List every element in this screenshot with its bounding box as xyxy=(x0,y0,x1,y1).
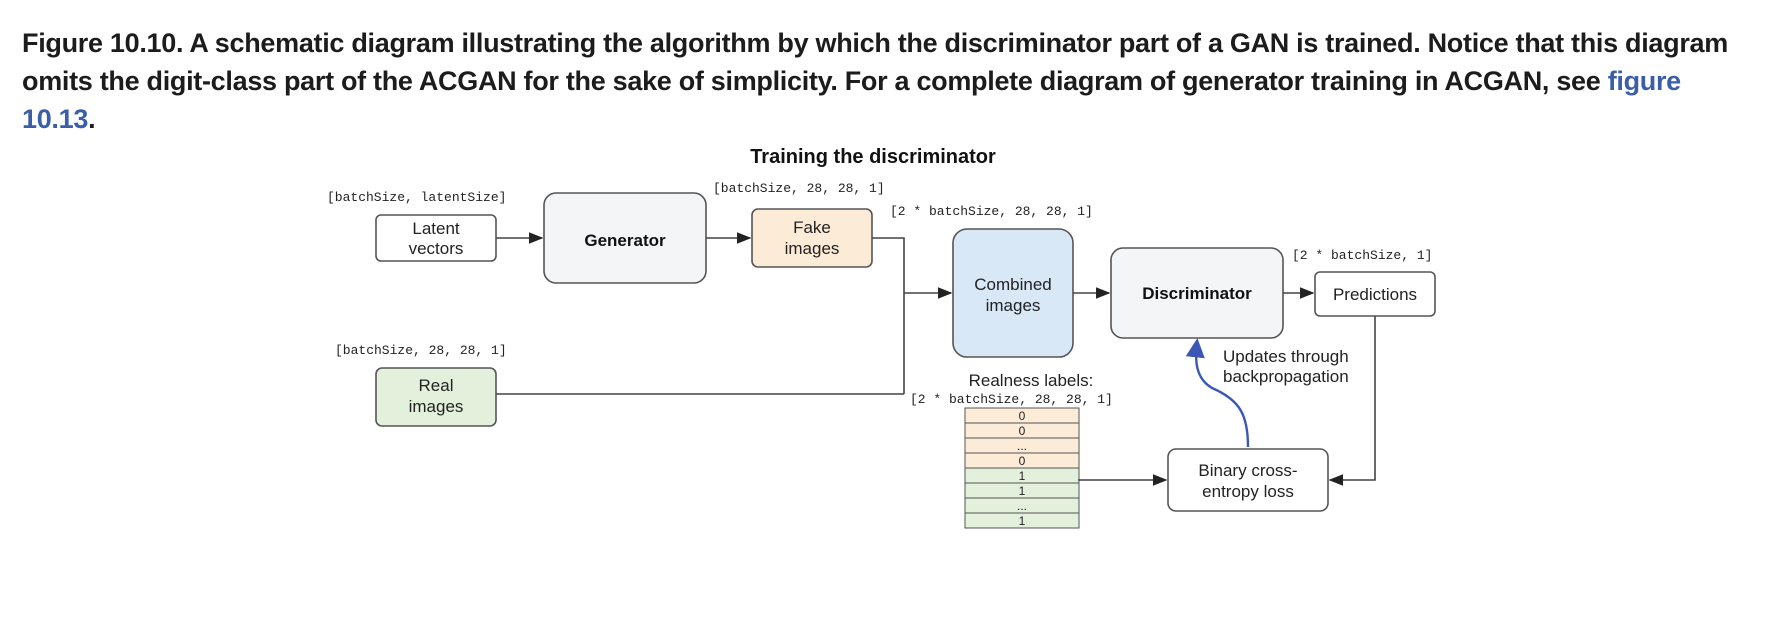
updates-note-line2: backpropagation xyxy=(1223,367,1349,386)
diagram-title: Training the discriminator xyxy=(750,146,996,168)
arrow-predictions-to-loss xyxy=(1328,316,1376,486)
latent-label-line2: vectors xyxy=(409,239,464,258)
realness-labels-column: 00...011...1 xyxy=(964,407,1080,529)
label-cell-value: 1 xyxy=(1019,469,1026,483)
predictions-label: Predictions xyxy=(1333,285,1417,304)
label-cell-value: 0 xyxy=(1019,409,1026,423)
caption-end: . xyxy=(88,104,96,134)
real-label-line2: images xyxy=(409,397,464,416)
fake-images-box: Fake images xyxy=(751,208,873,268)
generator-box: Generator xyxy=(543,192,707,284)
backprop-arrow xyxy=(1185,338,1250,448)
loss-label-line1: Binary cross- xyxy=(1198,461,1297,480)
discriminator-box: Discriminator xyxy=(1110,247,1284,339)
caption-text: Figure 10.10. A schematic diagram illust… xyxy=(22,28,1728,96)
line-fake-to-join xyxy=(872,237,905,394)
label-cell-value: ... xyxy=(1017,499,1027,513)
combined-label-line1: Combined xyxy=(974,275,1052,294)
latent-vectors-box: Latent vectors xyxy=(375,214,497,262)
realness-labels-caption: Realness labels: xyxy=(969,371,1094,390)
predictions-box: Predictions xyxy=(1314,271,1436,317)
fake-shape-label: [batchSize, 28, 28, 1] xyxy=(713,181,885,196)
label-cell-value: 1 xyxy=(1019,514,1026,528)
combined-shape-label: [2 * batchSize, 28, 28, 1] xyxy=(890,204,1093,219)
real-shape-label: [batchSize, 28, 28, 1] xyxy=(335,343,507,358)
real-images-box: Real images xyxy=(375,367,497,427)
latent-shape-label: [batchSize, latentSize] xyxy=(327,190,506,205)
figure-caption: Figure 10.10. A schematic diagram illust… xyxy=(22,24,1742,138)
latent-label-line1: Latent xyxy=(412,219,460,238)
discriminator-label: Discriminator xyxy=(1142,284,1252,303)
real-label-line1: Real xyxy=(419,376,454,395)
fake-label-line2: images xyxy=(785,239,840,258)
combined-images-box: Combined images xyxy=(952,228,1074,358)
labels-shape-label: [2 * batchSize, 28, 28, 1] xyxy=(910,392,1113,407)
figure-link[interactable]: figure 10.13 xyxy=(22,66,1681,134)
label-cell-value: 0 xyxy=(1019,454,1026,468)
loss-box: Binary cross- entropy loss xyxy=(1167,448,1329,512)
updates-note-line1: Updates through xyxy=(1223,347,1349,366)
label-cell-value: 1 xyxy=(1019,484,1026,498)
label-cell-value: ... xyxy=(1017,439,1027,453)
combined-label-line2: images xyxy=(986,296,1041,315)
fake-label-line1: Fake xyxy=(793,218,831,237)
predictions-shape-label: [2 * batchSize, 1] xyxy=(1292,248,1432,263)
loss-label-line2: entropy loss xyxy=(1202,482,1294,501)
label-cell xyxy=(964,512,1080,529)
generator-label: Generator xyxy=(584,231,666,250)
label-cell-value: 0 xyxy=(1019,424,1026,438)
